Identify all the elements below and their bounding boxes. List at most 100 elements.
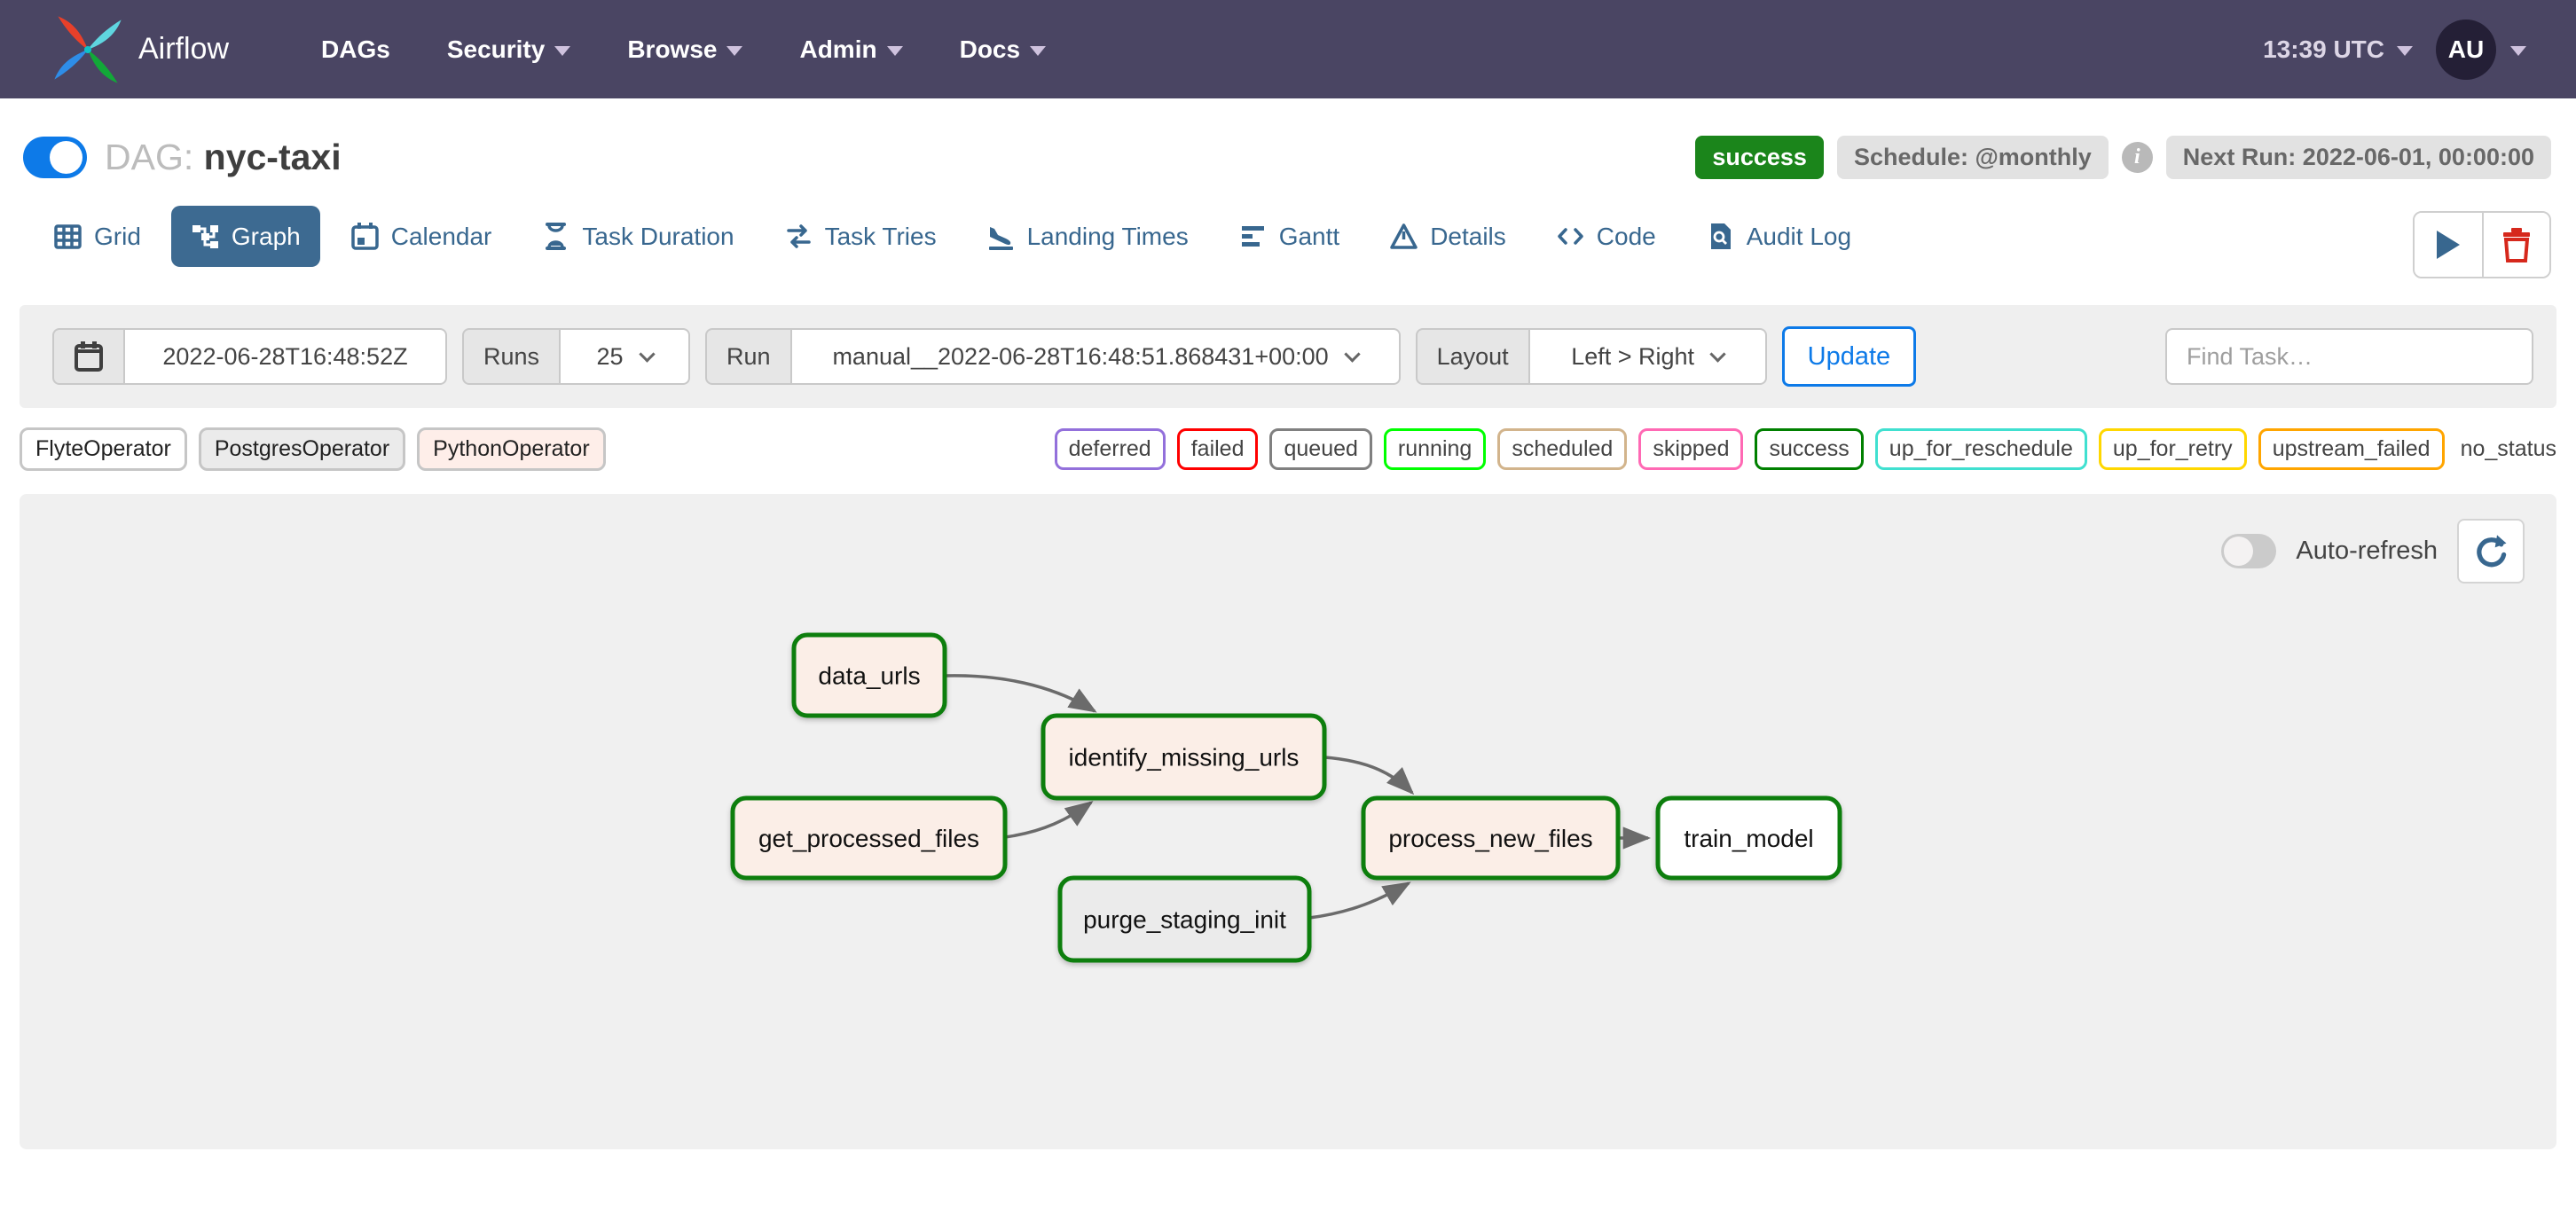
operator-badge-flyteoperator[interactable]: FlyteOperator (20, 427, 187, 471)
status-badge-skipped[interactable]: skipped (1638, 428, 1744, 470)
nav-item-admin[interactable]: Admin (799, 35, 903, 64)
layout-select[interactable]: Left > Right (1529, 328, 1767, 385)
run-group: Run manual__2022-06-28T16:48:51.868431+0… (705, 328, 1401, 385)
edge-purge_staging_init-to-process_new_files (1308, 881, 1411, 920)
dag-header: DAG: nyc-taxi success Schedule: @monthly… (0, 98, 2576, 179)
task-node-label: identify_missing_urls (1069, 744, 1300, 772)
header-badges: success Schedule: @monthly i Next Run: 2… (1695, 136, 2551, 179)
runs-label: Runs (462, 328, 562, 385)
delete-dag-button[interactable] (2482, 213, 2549, 277)
chevron-down-icon (2397, 46, 2413, 56)
grid-icon (54, 224, 82, 249)
tab-label: Task Duration (582, 222, 734, 250)
tab-label: Details (1430, 222, 1506, 250)
tab-code[interactable]: Code (1536, 206, 1676, 267)
tab-grid[interactable]: Grid (34, 206, 161, 267)
runs-value: 25 (596, 342, 624, 370)
tab-graph[interactable]: Graph (170, 206, 320, 267)
task-node-process_new_files[interactable]: process_new_files (1361, 795, 1621, 881)
info-icon[interactable]: i (2121, 142, 2153, 173)
status-badge-running[interactable]: running (1383, 428, 1487, 470)
status-badge-success[interactable]: success (1755, 428, 1864, 470)
trigger-dag-button[interactable] (2415, 213, 2482, 277)
status-badge-failed[interactable]: failed (1176, 428, 1259, 470)
refresh-button[interactable] (2457, 519, 2525, 584)
nav-item-dags[interactable]: DAGs (321, 35, 390, 64)
tab-label: Landing Times (1026, 222, 1189, 250)
status-badge-deferred[interactable]: deferred (1054, 428, 1166, 470)
task-tries-icon (786, 224, 811, 248)
operator-badge-pythonoperator[interactable]: PythonOperator (417, 427, 606, 471)
status-badge-scheduled[interactable]: scheduled (1497, 428, 1628, 470)
nav-item-docs[interactable]: Docs (959, 35, 1047, 64)
task-node-purge_staging_init[interactable]: purge_staging_init (1057, 875, 1312, 963)
task-node-rect (1361, 795, 1621, 881)
task-node-get_processed_files[interactable]: get_processed_files (730, 795, 1008, 881)
task-node-label: train_model (1684, 825, 1813, 852)
find-task-input[interactable] (2165, 328, 2533, 385)
airflow-logo-icon (54, 15, 122, 83)
auto-refresh-label: Auto-refresh (2296, 537, 2438, 565)
user-menu[interactable]: AU (2436, 19, 2526, 80)
edges-layer (944, 674, 1652, 920)
runs-select[interactable]: 25 (561, 328, 691, 385)
tab-details[interactable]: Details (1370, 206, 1526, 267)
nav-item-label: Security (446, 35, 546, 63)
edge-get_processed_files-to-identify_missing_urls (1004, 801, 1094, 839)
status-badge-queued[interactable]: queued (1269, 428, 1372, 470)
filter-bar: Runs 25 Run manual__2022-06-28T16:48:51.… (20, 305, 2556, 408)
operator-badge-postgresoperator[interactable]: PostgresOperator (198, 427, 406, 471)
airflow-brand[interactable]: Airflow (50, 12, 229, 88)
task-node-label: data_urls (818, 662, 920, 690)
nav-item-label: DAGs (321, 35, 390, 63)
tab-task-tries[interactable]: Task Tries (765, 206, 956, 267)
tab-audit-log[interactable]: Audit Log (1686, 206, 1871, 267)
graph-icon (192, 225, 218, 248)
update-button[interactable]: Update (1781, 326, 1917, 387)
nav-item-browse[interactable]: Browse (627, 35, 743, 64)
tab-label: Calendar (390, 222, 492, 250)
status-badge-up_for_retry[interactable]: up_for_retry (2098, 428, 2247, 470)
status-badge-up_for_reschedule[interactable]: up_for_reschedule (1874, 428, 2087, 470)
trash-icon (2503, 228, 2530, 262)
tab-gantt[interactable]: Gantt (1219, 206, 1359, 267)
play-icon (2437, 231, 2460, 259)
layout-group: Layout Left > Right (1415, 328, 1767, 385)
nav-item-label: Browse (627, 35, 718, 63)
task-node-label: get_processed_files (758, 825, 979, 852)
edge-identify_missing_urls-to-process_new_files (1323, 756, 1415, 795)
clock-dropdown[interactable]: 13:39 UTC (2263, 35, 2413, 64)
task-node-rect (791, 632, 947, 718)
task-node-train_model[interactable]: train_model (1655, 795, 1842, 881)
tab-label: Gantt (1278, 222, 1340, 250)
calendar-button[interactable] (52, 328, 125, 385)
tab-landing-times[interactable]: Landing Times (967, 206, 1208, 267)
auto-refresh-toggle[interactable] (2221, 534, 2277, 568)
run-select[interactable]: manual__2022-06-28T16:48:51.868431+00:00 (791, 328, 1401, 385)
tab-calendar[interactable]: Calendar (331, 206, 512, 267)
base-date-input[interactable] (125, 328, 447, 385)
layout-label: Layout (1415, 328, 1530, 385)
task-node-rect (1041, 713, 1327, 801)
chevron-down-icon (554, 46, 571, 56)
audit-log-icon (1710, 223, 1731, 249)
brand-label: Airflow (138, 32, 230, 66)
tab-task-duration[interactable]: Task Duration (522, 206, 753, 267)
date-group (52, 328, 447, 385)
task-node-identify_missing_urls[interactable]: identify_missing_urls (1041, 713, 1327, 801)
task-node-rect (1655, 795, 1842, 881)
chevron-down-icon (1030, 46, 1047, 56)
nav-item-security[interactable]: Security (447, 35, 571, 64)
task-node-label: purge_staging_init (1083, 906, 1286, 934)
status-badge-upstream_failed[interactable]: upstream_failed (2258, 428, 2445, 470)
tab-label: Grid (94, 222, 141, 250)
dag-pause-toggle[interactable] (23, 137, 87, 178)
next-run-badge: Next Run: 2022-06-01, 00:00:00 (2165, 136, 2551, 179)
chevron-down-icon (638, 345, 656, 363)
chevron-down-icon (886, 46, 903, 56)
nav-menu: DAGs Security Browse Admin Docs (321, 35, 1047, 64)
task-node-data_urls[interactable]: data_urls (791, 632, 947, 718)
tab-label: Audit Log (1746, 222, 1852, 250)
nav-item-label: Docs (959, 35, 1021, 63)
